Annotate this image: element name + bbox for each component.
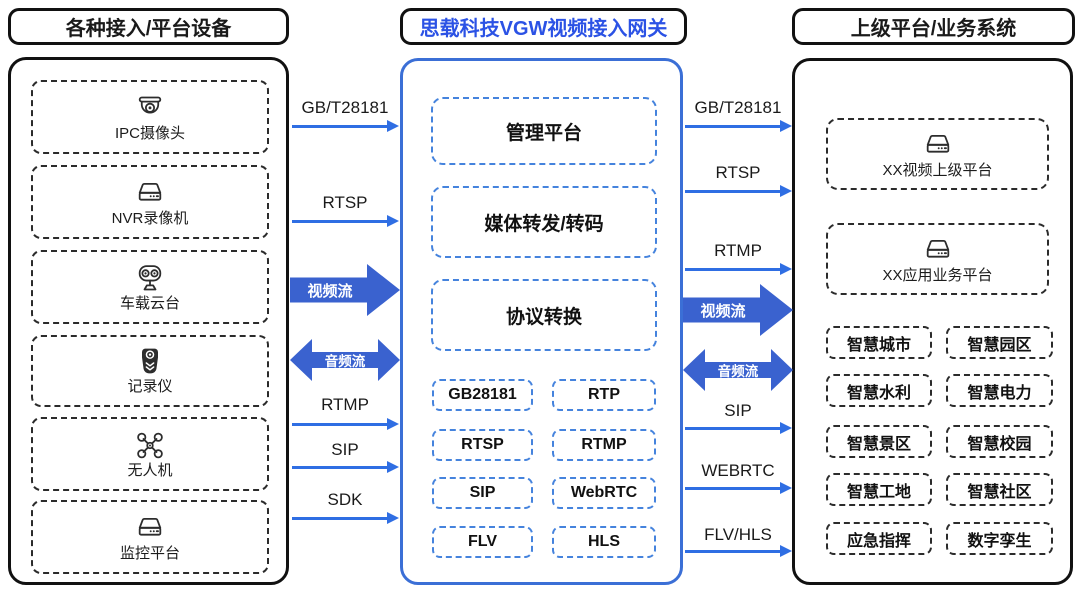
right-conn-webrtc-arrow [685,482,792,494]
audio-stream-label: 音频流 [717,364,759,379]
module-management-platform: 管理平台 [431,97,657,165]
device-vehicle-ptz: 车载云台 [31,250,269,324]
right-column-title: 上级平台/业务系统 [792,8,1075,45]
server-box-icon [926,239,949,258]
app-emergency-command: 应急指挥 [826,522,932,555]
platform-label: XX视频上级平台 [882,161,993,179]
app-smart-community: 智慧社区 [946,473,1053,506]
app-smart-site: 智慧工地 [826,473,932,506]
left-conn-rtmp-label: RTMP [321,395,369,414]
left-conn-rtsp-arrow [292,215,399,227]
drone-icon [137,432,163,459]
audio-stream-label: 音频流 [324,354,366,369]
right-conn-sip-label: SIP [724,401,752,420]
device-nvr-recorder: NVR录像机 [31,165,269,239]
dome-camera-icon [138,96,162,114]
app-smart-scenic: 智慧景区 [826,425,932,458]
right-conn-flv-hls-arrow [685,545,792,557]
device-monitor-platform: 监控平台 [31,500,269,574]
platform-label: XX应用业务平台 [882,266,993,284]
video-stream-label: 视频流 [700,302,746,320]
right-conn-rtsp-arrow [685,185,792,197]
device-label: 监控平台 [119,544,180,562]
app-smart-power: 智慧电力 [946,374,1053,407]
protocol-sip: SIP [432,477,533,509]
device-ipc-camera: IPC摄像头 [31,80,269,154]
app-smart-park: 智慧园区 [946,326,1053,359]
video-stream-label: 视频流 [307,282,353,300]
vehicle-ptz-icon [138,264,162,291]
right-conn-rtsp-label: RTSP [715,163,761,182]
right-conn-rtmp-label: RTMP [714,241,762,260]
protocol-flv: FLV [432,526,533,558]
right-conn-rtmp-arrow [685,263,792,275]
right-video-stream-arrow: 视频流 [683,284,793,336]
gateway-panel: 管理平台 媒体转发/转码 协议转换 GB28181 RTP RTSP RTMP … [400,58,683,585]
device-body-recorder: 记录仪 [31,335,269,407]
upper-platforms-panel: XX视频上级平台 XX应用业务平台 智慧城市 智慧园区 智慧水利 智慧电力 智慧… [792,58,1073,585]
right-audio-stream-arrow: 音频流 [683,349,793,391]
device-drone: 无人机 [31,417,269,491]
right-conn-sip-arrow [685,422,792,434]
platform-xx-video-upper: XX视频上级平台 [826,118,1049,190]
device-label: 无人机 [127,461,173,479]
app-smart-water: 智慧水利 [826,374,932,407]
right-conn-gbt28181-label: GB/T28181 [694,98,782,117]
server-box-icon [926,134,949,153]
platform-box-icon [138,517,162,536]
left-conn-sdk-arrow [292,512,399,524]
platform-xx-app-business: XX应用业务平台 [826,223,1049,295]
right-conn-gbt28181-arrow [685,120,792,132]
left-conn-sip-arrow [292,461,399,473]
left-conn-rtsp-label: RTSP [322,193,368,212]
recorder-box-icon [138,182,162,201]
protocol-hls: HLS [552,526,656,558]
left-conn-sip-label: SIP [331,440,359,459]
module-protocol-conversion: 协议转换 [431,279,657,351]
left-conn-rtmp-arrow [292,418,399,430]
devices-panel: IPC摄像头 NVR录像机 车载云台 [8,57,289,585]
device-label: NVR录像机 [111,209,189,227]
left-conn-sdk-label: SDK [327,490,363,509]
left-conn-gbt28181-arrow [292,120,399,132]
left-conn-gbt28181-label: GB/T28181 [301,98,389,117]
module-media-forward-transcode: 媒体转发/转码 [431,186,657,258]
protocol-gb28181: GB28181 [432,379,533,411]
device-label: IPC摄像头 [114,124,185,142]
protocol-rtp: RTP [552,379,656,411]
left-video-stream-arrow: 视频流 [290,264,400,316]
device-label: 车载云台 [119,294,180,312]
protocol-webrtc: WebRTC [552,477,656,509]
right-conn-webrtc-label: WEBRTC [701,461,775,480]
protocol-rtmp: RTMP [552,429,656,461]
body-camera-icon [142,348,158,374]
protocol-rtsp: RTSP [432,429,533,461]
app-smart-city: 智慧城市 [826,326,932,359]
app-smart-campus: 智慧校园 [946,425,1053,458]
gateway-column-title: 思载科技VGW视频接入网关 [400,8,687,45]
device-label: 记录仪 [127,378,173,396]
left-audio-stream-arrow: 音频流 [290,339,400,381]
app-digital-twin: 数字孪生 [946,522,1053,555]
right-conn-flv-hls-label: FLV/HLS [704,525,772,544]
left-column-title: 各种接入/平台设备 [8,8,289,45]
